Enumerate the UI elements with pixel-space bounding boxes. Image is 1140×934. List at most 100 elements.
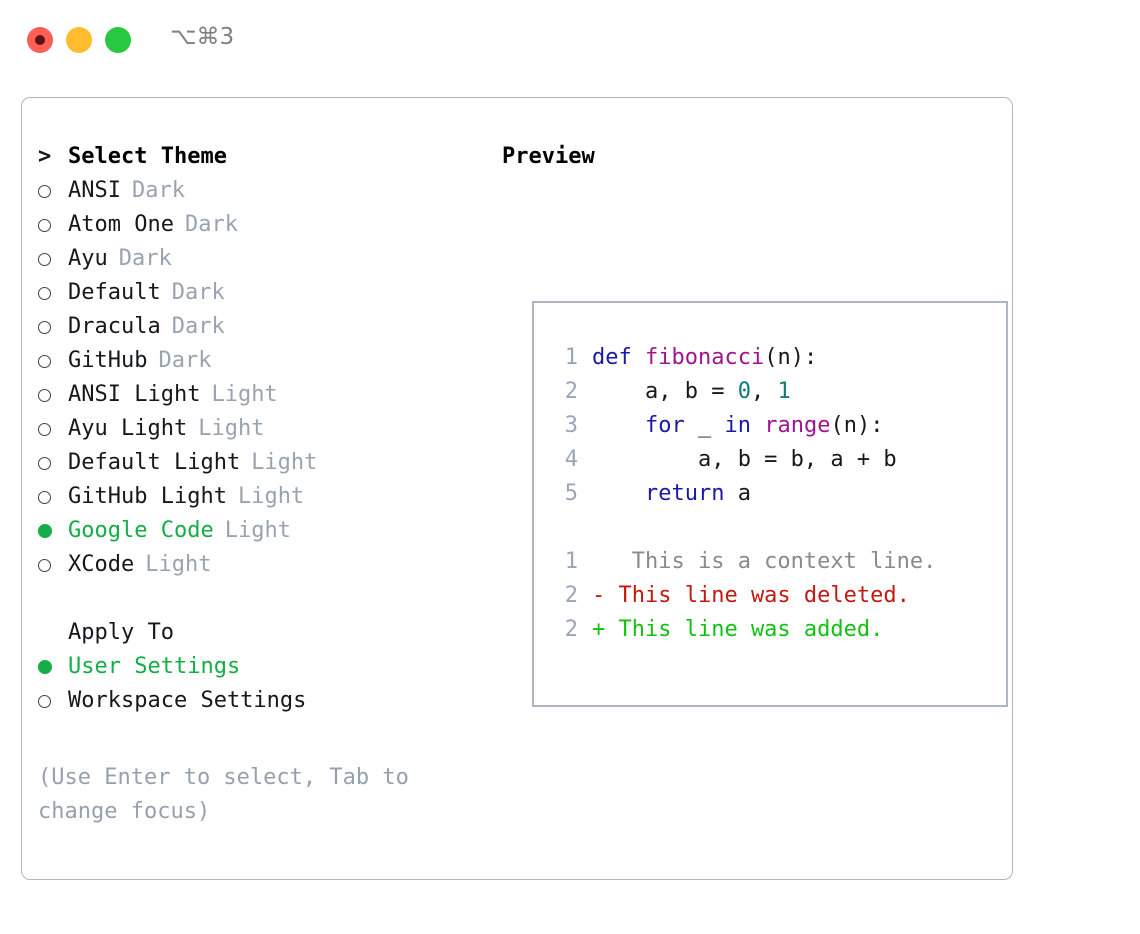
apply-to-header: Apply To [38, 616, 493, 650]
close-button[interactable] [27, 27, 53, 53]
theme-option[interactable]: Ayu Dark [38, 242, 493, 276]
diff-line: 1 This is a context line. [548, 545, 1000, 579]
theme-variant-badge: Light [211, 382, 278, 407]
apply-radio [38, 694, 68, 708]
code-token-kw: in [724, 413, 751, 438]
theme-radio [38, 490, 68, 504]
radio-unselected-icon [38, 184, 51, 198]
preview-section: Preview [502, 140, 1002, 174]
diff-line-number: 2 [564, 583, 578, 608]
theme-option-label: Ayu Light [68, 416, 188, 441]
code-token-pl: a, b = b, a + b [592, 447, 897, 472]
code-line-number: 1 [564, 345, 578, 370]
code-diff-separator [548, 511, 1000, 545]
code-line-number: 4 [564, 447, 578, 472]
apply-radio-selected [38, 660, 68, 674]
code-token-pl: a, b = [592, 379, 738, 404]
theme-option-label: Google Code [68, 518, 214, 543]
theme-radio [38, 320, 68, 334]
code-line: 4 a, b = b, a + b [548, 443, 1000, 477]
theme-option-label: GitHub Light [68, 484, 227, 509]
code-line-text: a, b = b, a + b [592, 443, 897, 477]
theme-variant-badge: Light [251, 450, 318, 475]
code-line: 2 a, b = 0, 1 [548, 375, 1000, 409]
theme-option[interactable]: ANSI Dark [38, 174, 493, 208]
theme-option-label: ANSI [68, 178, 121, 203]
apply-to-option[interactable]: Workspace Settings [38, 684, 493, 718]
code-line-text: return a [592, 477, 751, 511]
code-line-number: 3 [564, 413, 578, 438]
code-token-pl: , [750, 379, 778, 404]
theme-option-label: GitHub [68, 348, 148, 373]
theme-variant-badge: Dark [118, 246, 172, 271]
theme-option[interactable]: Dracula Dark [38, 310, 493, 344]
code-token-kw: def [592, 345, 645, 370]
theme-variant-badge: Dark [171, 314, 225, 339]
apply-to-option-label: Workspace Settings [68, 688, 307, 713]
code-line-text: for _ in range(n): [592, 409, 883, 443]
radio-unselected-icon [38, 388, 51, 402]
theme-radio [38, 422, 68, 436]
radio-unselected-icon [38, 694, 51, 708]
code-token-pl: (n): [830, 413, 884, 438]
code-line: 1 def fibonacci(n): [548, 341, 1000, 375]
theme-variant-badge: Light [198, 416, 265, 441]
theme-radio [38, 218, 68, 232]
theme-variant-badge: Light [224, 518, 291, 543]
code-token-kw: return [644, 481, 725, 506]
radio-unselected-icon [38, 252, 51, 266]
theme-option-label: Ayu [68, 246, 108, 271]
diff-line-text: + This line was added. [592, 617, 884, 642]
radio-selected-icon [38, 524, 52, 538]
theme-option-label: ANSI Light [68, 382, 201, 407]
radio-unselected-icon [38, 490, 51, 504]
keyboard-hint-text: (Use Enter to select, Tab to change focu… [38, 765, 409, 824]
maximize-button[interactable] [105, 27, 131, 53]
code-token-pl [592, 413, 645, 438]
code-token-fn: fibonacci [644, 345, 765, 370]
apply-to-title: Apply To [68, 620, 174, 645]
code-line-text: a, b = 0, 1 [592, 375, 791, 409]
theme-variant-badge: Dark [131, 178, 185, 203]
diff-line-text: This is a context line. [592, 549, 937, 574]
code-token-pl: _ [684, 413, 725, 438]
theme-radio [38, 184, 68, 198]
radio-unselected-icon [38, 558, 51, 572]
theme-radio [38, 354, 68, 368]
theme-option[interactable]: Google Code Light [38, 514, 493, 548]
minimize-button[interactable] [66, 27, 92, 53]
apply-to-option-label: User Settings [68, 654, 241, 679]
diff-line: 2 - This line was deleted. [548, 579, 1000, 613]
diff-line-number: 1 [564, 549, 578, 574]
theme-radio [38, 252, 68, 266]
code-token-fn: range [764, 413, 831, 438]
radio-selected-icon [38, 660, 52, 674]
theme-option[interactable]: ANSI Light Light [38, 378, 493, 412]
code-token-kw: for [644, 413, 685, 438]
theme-variant-badge: Light [237, 484, 305, 509]
code-line-text: def fibonacci(n): [592, 341, 817, 375]
radio-unselected-icon [38, 218, 51, 232]
theme-radio [38, 286, 68, 300]
title-bar: ⌥⌘3 [0, 0, 1140, 78]
theme-option[interactable]: Ayu Light Light [38, 412, 493, 446]
radio-unselected-icon [38, 354, 51, 368]
theme-option-label: Dracula [68, 314, 161, 339]
apply-to-option[interactable]: User Settings [38, 650, 493, 684]
diff-sample: 1 This is a context line. 2 - This line wa… [548, 545, 1000, 647]
radio-unselected-icon [38, 422, 51, 436]
theme-option[interactable]: GitHub Light Light [38, 480, 493, 514]
diff-line: 2+ This line was added. [548, 613, 1000, 647]
diff-line-text: - This line was deleted. [592, 583, 910, 608]
